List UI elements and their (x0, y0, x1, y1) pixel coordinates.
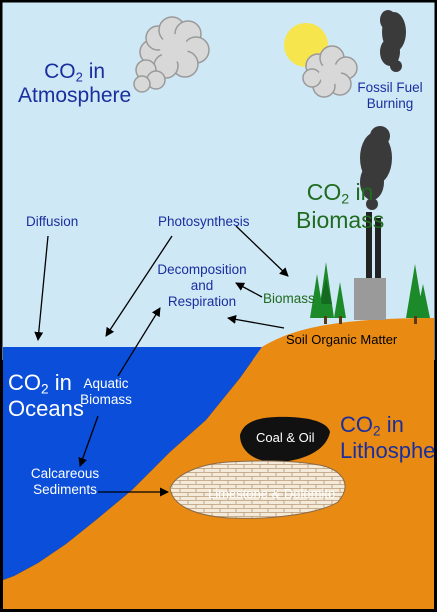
oceans-in: in (48, 370, 72, 395)
biomass-process-label: Biomass (263, 291, 315, 307)
arrow-diffusion (34, 235, 49, 341)
calcareous-line1: Calcareous (30, 466, 100, 481)
atmosphere-in: in (82, 60, 106, 83)
biomass-in: in (349, 179, 374, 205)
atmosphere-label: CO2 in Atmosphere (18, 60, 131, 108)
fossil-fuel-line2: Burning (366, 96, 414, 111)
smoke-lower (360, 126, 392, 210)
lithosphere-in: in (380, 412, 404, 437)
diffusion-text: Diffusion (26, 214, 79, 229)
arrow-aquatic-to-calcareous (78, 415, 99, 467)
aquatic-line2: Biomass (80, 392, 132, 407)
atmosphere-name: Atmosphere (18, 84, 132, 107)
tree-trunks (324, 316, 417, 324)
arrow-photosynthesis-ocean (105, 235, 173, 337)
arrow-soil-to-decomp (227, 314, 285, 329)
lithosphere-name: Lithosphere (340, 438, 437, 463)
photosynthesis-text: Photosynthesis (158, 214, 250, 229)
biomass-co2: CO (306, 179, 342, 205)
coal-oil-text: Coal & Oil (256, 430, 315, 445)
limestone-dolomite-text: Limestone & Dolomite (208, 486, 336, 501)
decomposition-label: Decomposition and Respiration (154, 262, 250, 310)
biomass-sub: 2 (341, 191, 350, 208)
ocean (3, 347, 262, 580)
calcareous-sediments-label: Calcareous Sediments (20, 466, 110, 498)
arrow-aquatic-to-decomp (117, 307, 161, 377)
oceans-label: CO2 in Oceans (8, 370, 84, 422)
arrows (34, 225, 289, 497)
trees (310, 262, 430, 318)
fossil-fuel-label: Fossil Fuel Burning (350, 80, 430, 112)
lithosphere-label: CO2 in Lithosphere (340, 412, 437, 464)
coal-oil-deposit (240, 416, 330, 462)
oceans-sub: 2 (41, 381, 49, 397)
calcareous-line2: Sediments (33, 482, 97, 497)
biomass-reservoir-label: CO2 in Biomass (296, 178, 384, 234)
cloud-right (302, 45, 358, 98)
photosynthesis-label: Photosynthesis (158, 214, 250, 230)
decomposition-line1: Decomposition (157, 262, 247, 277)
arrow-biomass-to-decomp (235, 282, 263, 298)
limestone-deposit (169, 460, 346, 519)
factory-building (354, 278, 386, 320)
soil-organic-matter-text: Soil Organic Matter (286, 332, 398, 347)
fossil-fuel-line1: Fossil Fuel (357, 80, 423, 95)
lithosphere-sub: 2 (373, 423, 381, 439)
oceans-name: Oceans (8, 396, 84, 421)
decomposition-line2: and (190, 278, 214, 293)
smoke-top (380, 10, 406, 72)
aquatic-biomass-label: Aquatic Biomass (74, 376, 138, 408)
cloud-small (133, 59, 166, 93)
arrow-photosynthesis-land (235, 225, 289, 277)
soil-organic-matter-label: Soil Organic Matter (286, 332, 397, 348)
oceans-co2: CO (8, 370, 41, 395)
coal-oil-label: Coal & Oil (256, 430, 315, 446)
factory (366, 212, 381, 280)
cloud-left (139, 16, 210, 79)
atmosphere-co2: CO (44, 60, 76, 83)
biomass-name: Biomass (296, 207, 385, 233)
atmosphere-sub: 2 (75, 69, 83, 85)
aquatic-line1: Aquatic (83, 376, 129, 391)
diffusion-label: Diffusion (26, 214, 78, 230)
decomposition-line3: Respiration (167, 294, 237, 309)
biomass-process-text: Biomass (263, 291, 315, 306)
limestone-dolomite-label: Limestone & Dolomite (208, 486, 335, 502)
lithosphere-co2: CO (340, 412, 373, 437)
